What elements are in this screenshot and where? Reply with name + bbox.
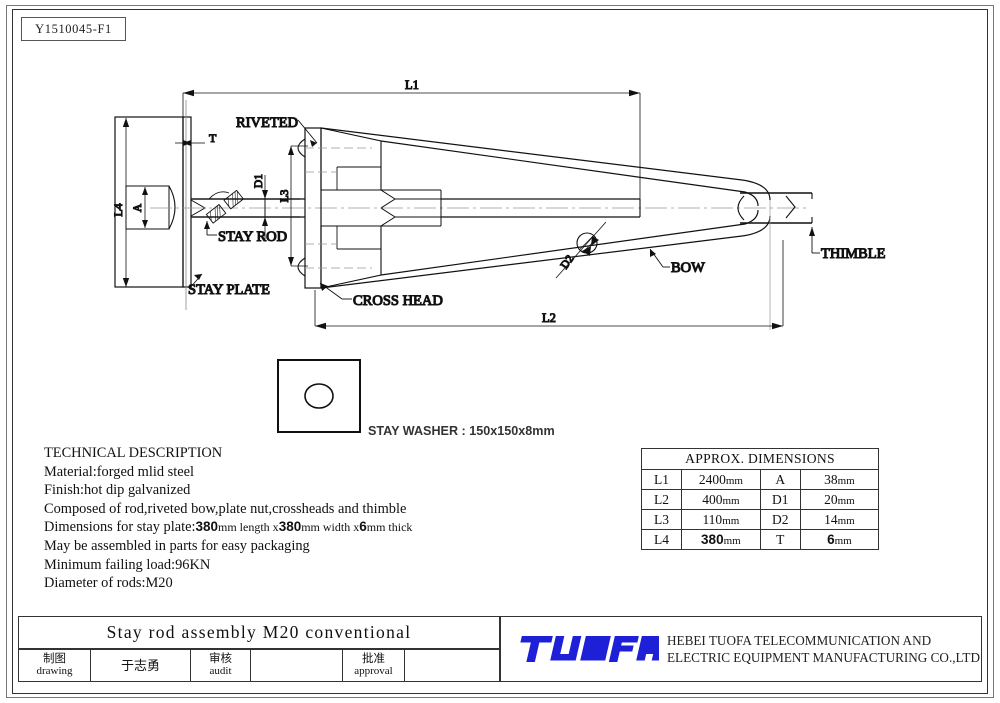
cross-head-shape: [191, 127, 641, 289]
table-row: L4 380mm T 6mm: [640, 529, 880, 550]
dim-L2: [314, 240, 784, 330]
sheet-outer-border: [6, 5, 994, 698]
stay-plate-shape: [114, 116, 192, 288]
label-cross-head: CROSS HEAD: [353, 293, 443, 309]
cell-approval-role: 批准 approval: [343, 650, 405, 681]
dim-T: [175, 132, 205, 152]
dim-label-L4: L4: [111, 203, 125, 216]
stay-plate-thickness: 6: [359, 519, 367, 535]
table-row: L2 400mm D1 20mm: [640, 489, 880, 510]
dim-key-2: T: [759, 529, 801, 550]
table-row: L1 2400mm A 38mm: [640, 469, 880, 490]
approx-dimensions-table: APPROX. DIMENSIONS L1 2400mm A 38mm L2 4…: [640, 448, 880, 550]
tuofa-logo-icon: [520, 636, 659, 662]
dim-table-title: APPROX. DIMENSIONS: [641, 448, 879, 470]
dim-label-T: T: [209, 131, 217, 145]
stay-plate-suffix: mm thick: [366, 520, 413, 535]
label-riveted: RIVETED: [236, 115, 298, 131]
dim-val-1: 400mm: [681, 489, 761, 510]
plate-nut-hatching: [205, 189, 245, 224]
tech-stay-plate-line: Dimensions for stay plate:380mm length x…: [44, 518, 604, 537]
dim-L3: [288, 145, 308, 267]
dim-table-header-row: APPROX. DIMENSIONS: [641, 448, 879, 470]
dim-val-1: 380mm: [681, 529, 761, 550]
drawing-number-box: Y1510045-F1: [21, 17, 126, 41]
dim-val-1: 110mm: [681, 509, 761, 530]
leader-lines: [189, 119, 820, 300]
label-bow: BOW: [671, 260, 705, 276]
dim-A: [142, 187, 148, 228]
thimble-shape: [737, 192, 813, 224]
dim-val-1: 2400mm: [681, 469, 761, 490]
dim-val-2: 14mm: [799, 509, 880, 530]
dim-key-1: L3: [640, 509, 683, 530]
tech-line-2: Composed of rod,riveted bow,plate nut,cr…: [44, 500, 407, 517]
dim-label-L2: L2: [542, 311, 556, 325]
dim-key-2: D2: [759, 509, 801, 530]
dim-D2: [555, 221, 607, 279]
tech-line-4: Minimum failing load:96KN: [44, 556, 211, 573]
cell-audit-name: [251, 650, 343, 681]
tech-heading: TECHNICAL DESCRIPTION: [44, 445, 223, 461]
tech-line-3: May be assembled in parts for easy packa…: [44, 537, 310, 554]
technical-description: TECHNICAL DESCRIPTION Material:forged ml…: [44, 444, 604, 593]
dim-label-D1: D1: [253, 174, 265, 188]
company-line-2: ELECTRIC EQUIPMENT MANUFACTURING CO.,LTD: [667, 650, 980, 665]
riveted-eye-shape: [297, 138, 306, 277]
company-line-1: HEBEI TUOFA TELECOMMUNICATION AND: [667, 633, 932, 648]
bow-shape: [320, 127, 771, 289]
drawing-number: Y1510045-F1: [35, 21, 112, 36]
company-name: HEBEI TUOFA TELECOMMUNICATION AND ELECTR…: [667, 632, 980, 666]
dim-val-2: 20mm: [799, 489, 880, 510]
dim-key-2: D1: [759, 489, 801, 510]
drawing-title-box: Stay rod assembly M20 conventional: [18, 616, 500, 649]
company-block: HEBEI TUOFA TELECOMMUNICATION AND ELECTR…: [500, 616, 982, 682]
stay-washer-shape: [277, 359, 361, 433]
stay-plate-width: 380: [278, 519, 302, 535]
dim-label-L1: L1: [405, 78, 419, 92]
tech-line-5: Diameter of rods:M20: [44, 575, 173, 592]
dim-D1: [262, 175, 268, 240]
dim-val-2: 6mm: [799, 529, 880, 550]
cell-drawing-name: 于志勇: [91, 650, 191, 681]
stay-washer-caption: STAY WASHER : 150x150x8mm: [368, 424, 555, 438]
cell-audit-role: 审核 audit: [191, 650, 251, 681]
tech-line-0: Material:forged mlid steel: [44, 463, 194, 480]
stay-plate-prefix: Dimensions for stay plate:: [44, 519, 196, 536]
dim-key-1: L1: [640, 469, 683, 490]
label-stay-plate: STAY PLATE: [188, 282, 270, 298]
drawing-title: Stay rod assembly M20 conventional: [106, 622, 412, 642]
label-stay-rod: STAY ROD: [218, 229, 287, 245]
dim-key-1: L2: [640, 489, 683, 510]
stay-plate-mid1: mm length x: [218, 520, 279, 535]
dim-L4: [122, 118, 130, 287]
dim-key-2: A: [759, 469, 801, 490]
title-block-signature-row: 制图 drawing 于志勇 审核 audit 批准 approval: [18, 649, 500, 682]
table-row: L3 110mm D2 14mm: [640, 509, 880, 530]
dim-label-A: A: [132, 203, 144, 212]
dim-L1: [182, 89, 641, 200]
cell-drawing-role: 制图 drawing: [19, 650, 91, 681]
stay-plate-length: 380: [195, 519, 219, 535]
dim-key-1: L4: [640, 529, 683, 550]
dim-label-L3: L3: [279, 189, 291, 202]
dim-label-D2: D2: [559, 253, 577, 272]
dim-val-2: 38mm: [799, 469, 880, 490]
cell-approval-name: [405, 650, 499, 681]
tech-line-1: Finish:hot dip galvanized: [44, 482, 191, 499]
label-thimble: THIMBLE: [821, 246, 886, 262]
stay-plate-mid2: mm width x: [301, 520, 360, 535]
sheet-inner-border: [12, 9, 988, 694]
